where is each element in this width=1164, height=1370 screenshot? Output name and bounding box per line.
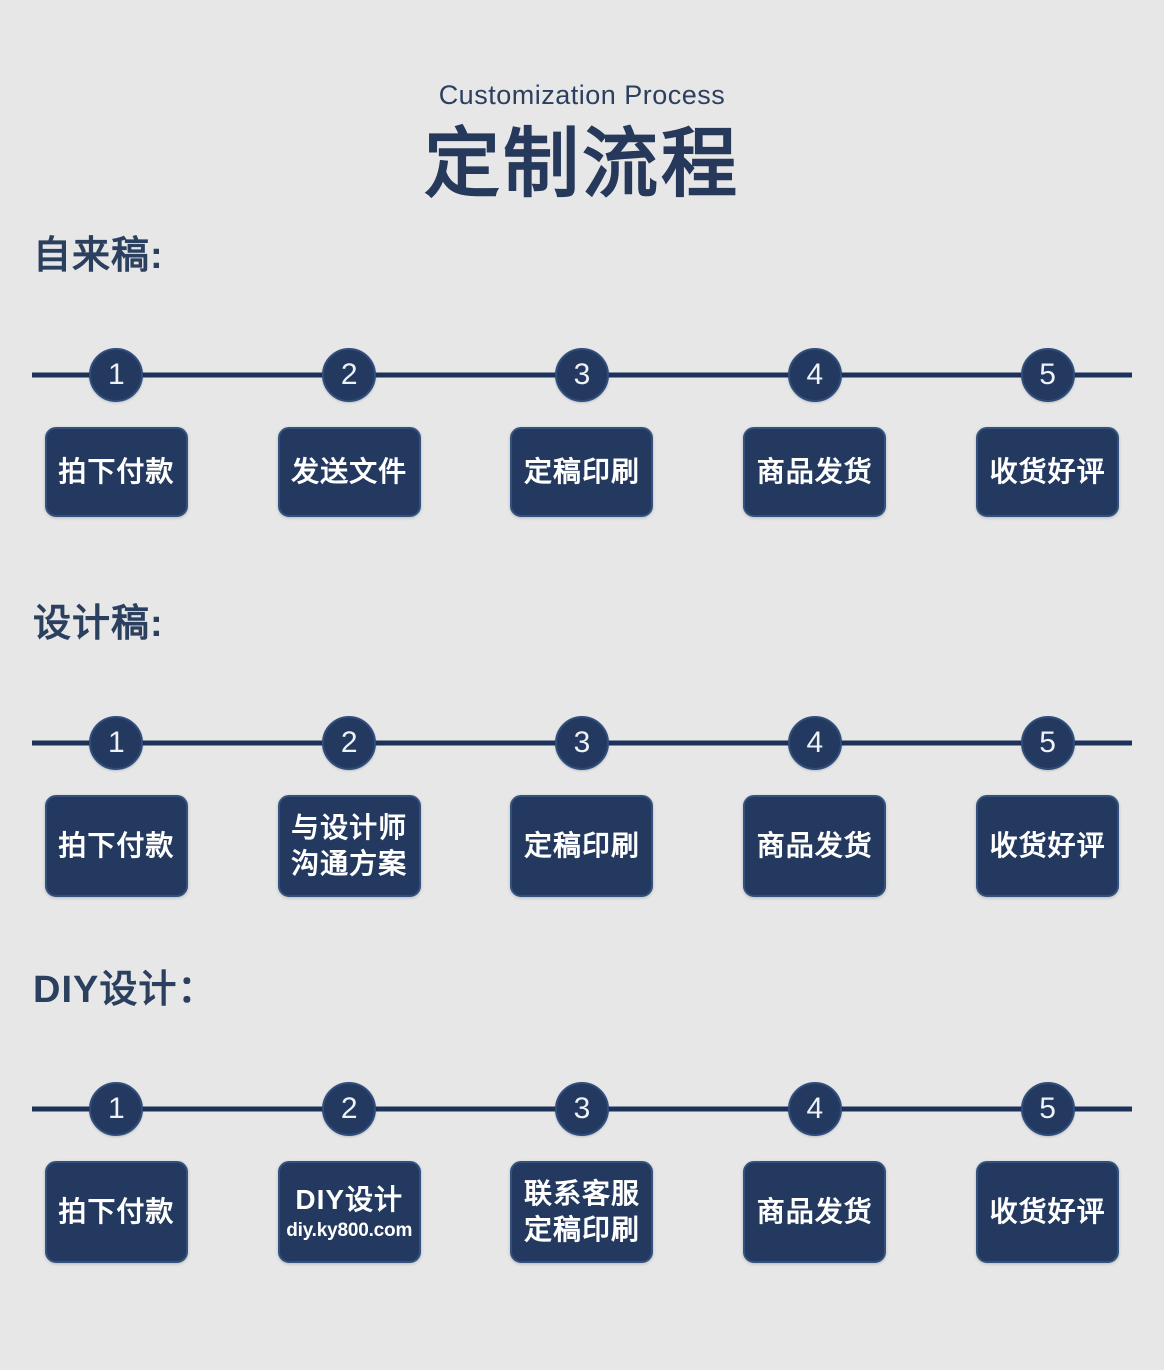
step-label-box[interactable]: 定稿印刷	[510, 795, 654, 897]
step-label-cell: 商品发货	[698, 795, 931, 897]
step-node[interactable]: 4	[698, 337, 931, 413]
step-number-circle[interactable]: 1	[89, 716, 144, 770]
section-label: 设计稿:	[33, 603, 164, 645]
step-label-cell: 商品发货	[698, 1161, 931, 1263]
process-section-design-draft: 设计稿: 1 2 3 4 5 拍下付款 与设计师	[0, 605, 1164, 897]
step-label-line1: 定稿印刷	[523, 456, 640, 488]
step-node[interactable]: 4	[698, 1071, 931, 1147]
step-label-line1: DIY设计	[295, 1183, 404, 1215]
step-node[interactable]: 5	[931, 337, 1164, 413]
step-label-line1: 联系客服	[523, 1178, 640, 1210]
step-number-circle[interactable]: 4	[787, 348, 842, 402]
step-url: diy.ky800.com	[286, 1219, 413, 1241]
step-label-cell: 联系客服 定稿印刷	[466, 1161, 699, 1263]
step-node[interactable]: 1	[0, 705, 233, 781]
step-label-box[interactable]: 与设计师 沟通方案	[277, 795, 421, 897]
step-label-cell: 拍下付款	[0, 1161, 233, 1263]
process-section-diy: DIY设计： 1 2 3 4 5 拍下付款 DIY设计	[0, 971, 1164, 1263]
step-label-cell: 发送文件	[233, 427, 466, 517]
step-number-circle[interactable]: 4	[787, 716, 842, 770]
step-label-box[interactable]: 发送文件	[277, 427, 421, 517]
step-number-circle[interactable]: 2	[322, 1082, 377, 1136]
step-label-box[interactable]: 收货好评	[976, 1161, 1120, 1263]
timeline-nodes: 1 2 3 4 5	[0, 1071, 1164, 1147]
step-label-cell: 定稿印刷	[466, 427, 699, 517]
step-node[interactable]: 1	[0, 1071, 233, 1147]
step-number-circle[interactable]: 4	[787, 1082, 842, 1136]
step-node[interactable]: 3	[466, 337, 699, 413]
step-label-line1: 发送文件	[291, 456, 408, 488]
step-number-circle[interactable]: 3	[554, 348, 609, 402]
step-label-line1: 收货好评	[989, 1196, 1106, 1228]
timeline-nodes: 1 2 3 4 5	[0, 705, 1164, 781]
step-label-cell: 收货好评	[931, 427, 1164, 517]
step-node[interactable]: 2	[233, 337, 466, 413]
step-label-box[interactable]: 拍下付款	[44, 1161, 188, 1263]
step-label-box[interactable]: 拍下付款	[44, 795, 188, 897]
step-label-row: 拍下付款 发送文件 定稿印刷	[0, 427, 1164, 517]
step-node[interactable]: 5	[931, 1071, 1164, 1147]
step-label-box[interactable]: 拍下付款	[44, 427, 188, 517]
page-title: 定制流程	[424, 122, 740, 207]
step-label-cell: 定稿印刷	[466, 795, 699, 897]
step-label-row: 拍下付款 DIY设计 diy.ky800.com 联系客服 定稿印刷	[0, 1161, 1164, 1263]
step-label-cell: DIY设计 diy.ky800.com	[233, 1161, 466, 1263]
step-label-box[interactable]: 商品发货	[743, 427, 887, 517]
step-label-cell: 商品发货	[698, 427, 931, 517]
step-label-cell: 收货好评	[931, 795, 1164, 897]
step-node[interactable]: 2	[233, 705, 466, 781]
step-label-box[interactable]: 收货好评	[976, 795, 1120, 897]
process-section-self-upload: 自来稿: 1 2 3 4 5 拍下付款 发送文件	[0, 237, 1164, 517]
step-label-line1: 收货好评	[989, 830, 1106, 862]
step-label-box[interactable]: DIY设计 diy.ky800.com	[277, 1161, 421, 1263]
timeline-track: 1 2 3 4 5	[0, 337, 1164, 413]
step-node[interactable]: 4	[698, 705, 931, 781]
step-node[interactable]: 2	[233, 1071, 466, 1147]
step-node[interactable]: 1	[0, 337, 233, 413]
step-node[interactable]: 5	[931, 705, 1164, 781]
step-label-box[interactable]: 商品发货	[743, 1161, 887, 1263]
step-node[interactable]: 3	[466, 705, 699, 781]
step-label-line1: 商品发货	[756, 830, 873, 862]
page-header: Customization Process 定制流程	[0, 0, 1164, 205]
step-label-box[interactable]: 联系客服 定稿印刷	[510, 1161, 654, 1263]
step-label-cell: 与设计师 沟通方案	[233, 795, 466, 897]
timeline-nodes: 1 2 3 4 5	[0, 337, 1164, 413]
step-label-line2: 定稿印刷	[523, 1214, 640, 1245]
step-label-cell: 拍下付款	[0, 795, 233, 897]
timeline-track: 1 2 3 4 5	[0, 1071, 1164, 1147]
step-label-line1: 收货好评	[989, 456, 1106, 488]
step-label-line1: 商品发货	[756, 1196, 873, 1228]
step-node[interactable]: 3	[466, 1071, 699, 1147]
step-label-line1: 定稿印刷	[523, 830, 640, 862]
step-label-cell: 拍下付款	[0, 427, 233, 517]
step-label-box[interactable]: 定稿印刷	[510, 427, 654, 517]
step-label-row: 拍下付款 与设计师 沟通方案 定稿印刷	[0, 795, 1164, 897]
step-label-line1: 拍下付款	[58, 456, 175, 488]
step-label-line1: 拍下付款	[58, 830, 175, 862]
step-number-circle[interactable]: 1	[89, 348, 144, 402]
page-subtitle: Customization Process	[438, 80, 726, 110]
step-number-circle[interactable]: 5	[1020, 1082, 1075, 1136]
step-number-circle[interactable]: 3	[554, 716, 609, 770]
step-number-circle[interactable]: 2	[322, 348, 377, 402]
step-label-cell: 收货好评	[931, 1161, 1164, 1263]
step-label-line1: 与设计师	[291, 812, 408, 844]
step-number-circle[interactable]: 1	[89, 1082, 144, 1136]
step-number-circle[interactable]: 5	[1020, 348, 1075, 402]
step-label-line2: 沟通方案	[291, 848, 408, 879]
step-number-circle[interactable]: 2	[322, 716, 377, 770]
timeline-track: 1 2 3 4 5	[0, 705, 1164, 781]
step-label-box[interactable]: 收货好评	[976, 427, 1120, 517]
step-label-box[interactable]: 商品发货	[743, 795, 887, 897]
step-label-line1: 拍下付款	[58, 1196, 175, 1228]
step-number-circle[interactable]: 5	[1020, 716, 1075, 770]
step-number-circle[interactable]: 3	[554, 1082, 609, 1136]
step-label-line1: 商品发货	[756, 456, 873, 488]
section-label: DIY设计：	[33, 969, 217, 1011]
section-label: 自来稿:	[33, 235, 164, 277]
